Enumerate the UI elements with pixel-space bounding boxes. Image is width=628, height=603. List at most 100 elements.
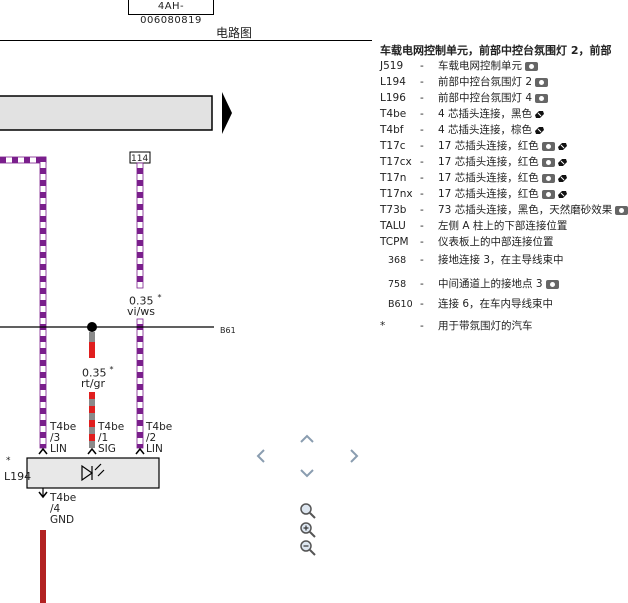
legend-item: T17n - 17 芯插头连接，红色 bbox=[380, 170, 568, 185]
legend-item: T73b - 73 芯插头连接，黑色，天然磨砂效果 bbox=[380, 202, 628, 217]
camera-icon[interactable] bbox=[535, 93, 549, 103]
wire-violet-horizontal bbox=[0, 156, 47, 164]
wire-red-lower bbox=[89, 392, 95, 448]
chevron-left-icon bbox=[256, 449, 265, 463]
connector-icon[interactable] bbox=[557, 141, 568, 152]
connector-icon[interactable] bbox=[557, 157, 568, 168]
legend-separator: - bbox=[420, 76, 424, 88]
legend-separator: - bbox=[420, 188, 424, 200]
legend-description: 17 芯插头连接，红色 bbox=[438, 140, 539, 152]
legend-description: 4 芯插头连接，棕色 bbox=[438, 124, 533, 136]
legend-description: 连接 6，在车内导线束中 bbox=[438, 298, 554, 310]
legend-description: 用于带氛围灯的汽车 bbox=[438, 320, 533, 332]
zoom-out-button[interactable] bbox=[299, 539, 317, 557]
connector-icon[interactable] bbox=[534, 125, 545, 136]
legend-separator: - bbox=[420, 60, 424, 72]
pan-right-button[interactable] bbox=[345, 447, 363, 465]
camera-icon[interactable] bbox=[541, 189, 555, 199]
legend-item: 758-中间通道上的接地点 3 bbox=[380, 276, 559, 291]
chevron-up-icon bbox=[300, 434, 314, 443]
legend-description: 17 芯插头连接，红色 bbox=[438, 172, 539, 184]
legend-separator: - bbox=[420, 278, 424, 290]
legend-item: B610-连接 6，在车内导线束中 bbox=[380, 296, 553, 311]
legend-description: 前部中控台氛围灯 2 bbox=[438, 76, 533, 88]
legend-description: 17 芯插头连接，红色 bbox=[438, 156, 539, 168]
wire-violet-right-lower bbox=[136, 318, 144, 449]
legend-item: T17c-17 芯插头连接，红色 bbox=[380, 138, 568, 153]
legend-code: 758 bbox=[388, 279, 407, 290]
legend-title: 车载电网控制单元，前部中控台氛围灯 2，前部 bbox=[380, 44, 612, 57]
legend-description: 73 芯插头连接，黑色，天然磨砂效果 bbox=[438, 204, 613, 216]
legend-item: 368-接地连接 3，在主导线束中 bbox=[380, 252, 564, 267]
circuit-diagram[interactable] bbox=[0, 0, 372, 603]
connector-icon[interactable] bbox=[557, 189, 568, 200]
legend-separator: - bbox=[420, 220, 424, 232]
chevron-down-icon bbox=[300, 469, 314, 478]
legend-separator: - bbox=[420, 172, 424, 184]
legend-code: * bbox=[380, 320, 386, 332]
pan-up-button[interactable] bbox=[298, 430, 316, 448]
legend-separator: - bbox=[420, 124, 424, 136]
pan-down-button[interactable] bbox=[298, 464, 316, 482]
wire-vi-ws-size: 0.35* bbox=[129, 293, 162, 308]
legend-description: 左侧 A 柱上的下部连接位置 bbox=[438, 220, 568, 232]
legend-separator: - bbox=[420, 156, 424, 168]
legend-code: T17nx bbox=[380, 188, 413, 200]
legend-item: J519-车载电网控制单元 bbox=[380, 58, 538, 73]
wire-violet-right-upper bbox=[136, 162, 144, 289]
camera-icon[interactable] bbox=[545, 279, 559, 289]
legend-code: T4be bbox=[380, 108, 407, 120]
legend-code: L196 bbox=[380, 92, 406, 104]
wire-rt-gr-size: 0.35* bbox=[82, 365, 114, 380]
wire-red-upper bbox=[89, 342, 95, 358]
legend-item: TCPM-仪表板上的中部连接位置 bbox=[380, 234, 554, 249]
legend-description: 接地连接 3，在主导线束中 bbox=[438, 254, 564, 266]
legend-code: T73b bbox=[380, 204, 407, 216]
legend-code: TCPM bbox=[380, 236, 409, 248]
camera-icon[interactable] bbox=[541, 157, 555, 167]
camera-icon[interactable] bbox=[615, 205, 628, 215]
legend-description: 车载电网控制单元 bbox=[438, 60, 522, 72]
component-label[interactable]: L194 bbox=[4, 470, 32, 483]
camera-icon[interactable] bbox=[541, 141, 555, 151]
wire-114-label: 114 bbox=[131, 154, 149, 164]
zoom-in-button[interactable] bbox=[299, 521, 317, 539]
legend-code: T17n bbox=[380, 172, 407, 184]
component-star: * bbox=[6, 456, 11, 466]
header-divider bbox=[0, 40, 372, 41]
legend-description: 17 芯插头连接，红色 bbox=[438, 188, 539, 200]
zoom-in-icon bbox=[300, 522, 316, 538]
legend-code: T17cx bbox=[380, 156, 412, 168]
connector-icon[interactable] bbox=[557, 173, 568, 184]
document-id: 4AH-006080819 bbox=[128, 0, 214, 26]
pan-left-button[interactable] bbox=[252, 447, 270, 465]
zoom-fit-icon bbox=[300, 503, 316, 519]
harness-bar bbox=[0, 95, 213, 131]
legend-separator: - bbox=[420, 236, 424, 248]
camera-icon[interactable] bbox=[541, 173, 555, 183]
connector-icon[interactable] bbox=[534, 109, 545, 120]
legend-separator: - bbox=[420, 298, 424, 310]
bus-label: B61 bbox=[220, 326, 236, 335]
legend-code: T17c bbox=[380, 140, 406, 152]
legend-item: T4be - 4 芯插头连接，黑色 bbox=[380, 106, 545, 121]
legend-description: 4 芯插头连接，黑色 bbox=[438, 108, 533, 120]
legend-item: L194 - 前部中控台氛围灯 2 bbox=[380, 74, 549, 89]
legend-code: L194 bbox=[380, 76, 406, 88]
legend-separator: - bbox=[420, 204, 424, 216]
legend-code: TALU bbox=[380, 220, 406, 232]
camera-icon[interactable] bbox=[535, 77, 549, 87]
legend-separator: - bbox=[420, 254, 424, 266]
bus-junction bbox=[87, 322, 97, 332]
zoom-out-icon bbox=[300, 540, 316, 556]
legend-item: T17cx- 17 芯插头连接，红色 bbox=[380, 154, 568, 169]
legend-separator: - bbox=[420, 108, 424, 120]
camera-icon[interactable] bbox=[525, 61, 538, 71]
zoom-fit-button[interactable] bbox=[299, 502, 317, 520]
legend-separator: - bbox=[420, 92, 424, 104]
wire-gray-stub bbox=[89, 332, 95, 342]
